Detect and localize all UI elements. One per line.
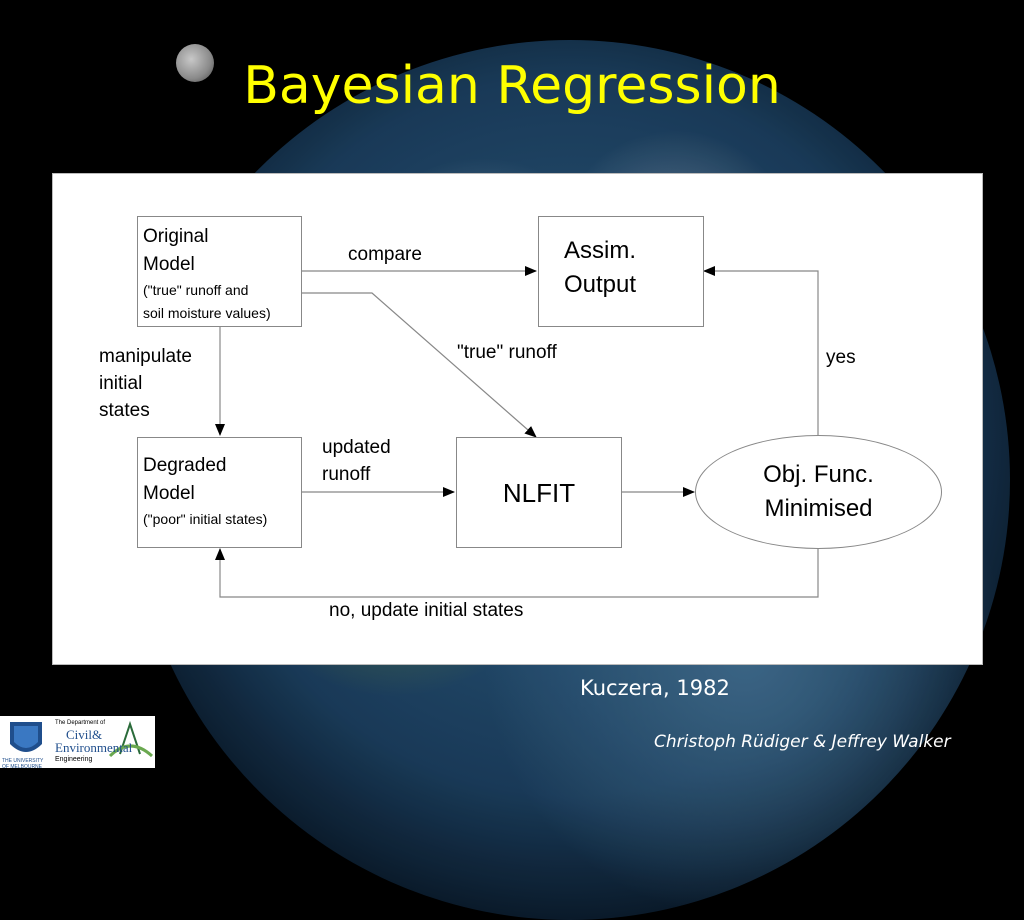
original-model-note-2: soil moisture values): [143, 305, 271, 321]
objective-function-ellipse: Obj. Func. Minimised: [695, 435, 942, 549]
environmental-label: Environmental: [55, 740, 133, 755]
manipulate-line-2: initial: [99, 373, 143, 394]
original-model-note-1: ("true" runoff and: [143, 282, 249, 298]
author-credit: Christoph Rüdiger & Jeffrey Walker: [654, 732, 951, 752]
true-runoff-arrow: [302, 292, 537, 438]
original-model-box: Original Model ("true" runoff and soil m…: [137, 216, 302, 327]
objective-line-1: Obj. Func.: [763, 461, 874, 488]
yes-arrow: [703, 266, 819, 435]
compare-label: compare: [348, 244, 422, 265]
department-logo: THE UNIVERSITY OF MELBOURNE The Departme…: [0, 716, 155, 770]
nlfit-label: NLFIT: [502, 478, 576, 508]
assim-output-line-1: Assim.: [564, 237, 636, 264]
moon-image: [176, 44, 214, 82]
diagram-connectors: [215, 266, 819, 598]
nlfit-box: NLFIT: [456, 437, 622, 548]
true-runoff-label: "true" runoff: [457, 342, 557, 363]
original-model-title-2: Model: [143, 254, 195, 275]
updated-line-2: runoff: [322, 464, 371, 485]
assim-output-line-2: Output: [564, 271, 637, 298]
assim-output-box: Assim. Output: [538, 216, 704, 327]
manipulate-line-3: states: [99, 400, 150, 421]
degraded-model-title-1: Degraded: [143, 455, 227, 476]
yes-label: yes: [826, 347, 856, 368]
updated-runoff-label: updated runoff: [322, 434, 391, 488]
engineering-label: Engineering: [55, 756, 93, 763]
university-crest-icon: [10, 720, 154, 758]
manipulate-line-1: manipulate: [99, 346, 192, 367]
manipulate-label: manipulate initial states: [99, 343, 192, 424]
degraded-model-title-2: Model: [143, 483, 195, 504]
updated-line-1: updated: [322, 437, 391, 458]
objective-line-2: Minimised: [764, 495, 873, 522]
dept-label: The Department of: [55, 720, 106, 726]
no-feedback-arrow: [215, 548, 819, 598]
university-name: THE UNIVERSITY OF MELBOURNE: [2, 758, 44, 770]
no-update-label: no, update initial states: [329, 600, 524, 621]
slide-title: Bayesian Regression: [243, 56, 781, 116]
civil-label: Civil&: [66, 727, 103, 742]
original-model-title-1: Original: [143, 226, 209, 247]
degraded-model-box: Degraded Model ("poor" initial states): [137, 437, 302, 548]
reference-citation: Kuczera, 1982: [580, 676, 730, 700]
degraded-model-note: ("poor" initial states): [143, 511, 268, 527]
